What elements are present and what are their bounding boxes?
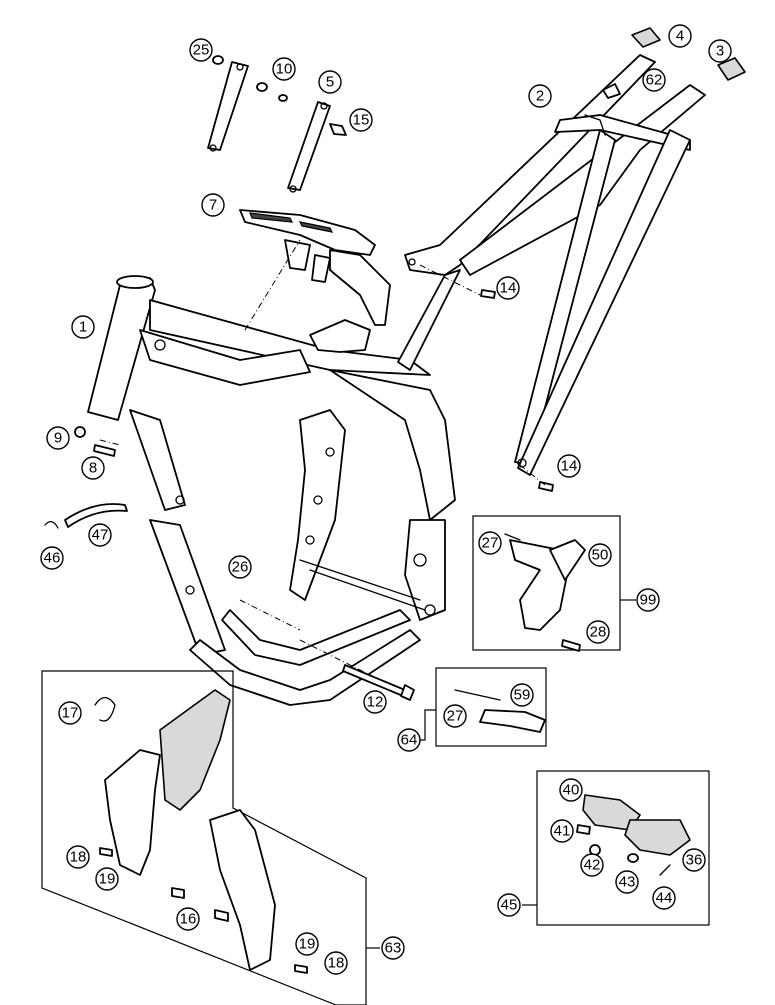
callout-40: 40 <box>559 778 583 802</box>
callout-10-text: 10 <box>276 61 293 78</box>
callout-64: 64 <box>397 728 421 752</box>
callout-27a: 27 <box>478 531 502 555</box>
callout-19b-text: 19 <box>299 936 316 953</box>
callout-25-text: 25 <box>193 42 210 59</box>
callout-19a: 19 <box>95 867 119 891</box>
callout-1-text: 1 <box>79 319 87 336</box>
callout-99: 99 <box>636 588 660 612</box>
spring-group-box <box>435 667 547 747</box>
callout-25: 25 <box>189 38 213 62</box>
callout-27a-text: 27 <box>482 535 499 552</box>
side-brackets <box>207 55 347 193</box>
callout-45: 45 <box>497 893 521 917</box>
callout-40-text: 40 <box>563 782 580 799</box>
callout-50-text: 50 <box>592 547 609 564</box>
callout-44-text: 44 <box>656 890 673 907</box>
callout-99-text: 99 <box>640 592 657 609</box>
subframe-plugs <box>480 27 746 492</box>
callout-8-text: 8 <box>89 460 97 477</box>
callout-47: 47 <box>88 523 112 547</box>
callout-41: 41 <box>550 819 574 843</box>
callout-26-text: 26 <box>232 559 249 576</box>
callout-labels: 1 2 3 4 5 7 8 9 10 12 14 14 15 16 17 18 … <box>40 24 732 975</box>
callout-28: 28 <box>586 620 610 644</box>
callout-63: 63 <box>381 936 405 960</box>
callout-18a: 18 <box>66 845 90 869</box>
callout-42-text: 42 <box>584 857 601 874</box>
callout-18b-text: 18 <box>328 955 345 972</box>
callout-46-text: 46 <box>44 550 61 567</box>
callout-9: 9 <box>46 426 70 450</box>
main-frame <box>87 275 456 706</box>
callout-14a-text: 14 <box>500 280 517 297</box>
sidestand-group-box <box>472 515 621 652</box>
callout-1: 1 <box>71 315 95 339</box>
callout-12: 12 <box>363 690 387 714</box>
callout-63-text: 63 <box>385 940 402 957</box>
callout-14b-text: 14 <box>561 458 578 475</box>
callout-46: 46 <box>40 546 64 570</box>
callout-5: 5 <box>318 70 342 94</box>
callout-28-text: 28 <box>590 624 607 641</box>
callout-7-text: 7 <box>209 197 217 214</box>
callout-2: 2 <box>528 84 552 108</box>
callout-43: 43 <box>615 870 639 894</box>
swingarm-bolt <box>342 664 415 701</box>
callout-18a-text: 18 <box>70 849 87 866</box>
callout-14b: 14 <box>557 454 581 478</box>
callout-15: 15 <box>349 108 373 132</box>
callout-59: 59 <box>510 683 534 707</box>
callout-62-text: 62 <box>646 72 663 89</box>
callout-43-text: 43 <box>619 874 636 891</box>
callout-12-text: 12 <box>367 694 384 711</box>
callout-27b-text: 27 <box>447 708 464 725</box>
callout-36-text: 36 <box>686 852 703 869</box>
callout-36: 36 <box>682 848 706 872</box>
callout-45-text: 45 <box>501 897 518 914</box>
callout-4-text: 4 <box>676 28 684 45</box>
callout-44: 44 <box>652 886 676 910</box>
callout-9-text: 9 <box>54 430 62 447</box>
callout-17: 17 <box>58 701 82 725</box>
seat-bracket <box>239 209 391 326</box>
front-small-parts <box>44 426 128 529</box>
callout-10: 10 <box>272 57 296 81</box>
footrest-group-box <box>536 770 710 926</box>
callout-7: 7 <box>201 193 225 217</box>
callout-17-text: 17 <box>62 705 79 722</box>
callout-18b: 18 <box>324 951 348 975</box>
callout-59-text: 59 <box>514 687 531 704</box>
callout-15-text: 15 <box>353 112 370 129</box>
frame-protector-box <box>41 670 367 1005</box>
callout-16: 16 <box>176 907 200 931</box>
callout-64-text: 64 <box>401 732 418 749</box>
callout-14a: 14 <box>496 276 520 300</box>
callout-19b: 19 <box>295 932 319 956</box>
callout-3: 3 <box>708 39 732 63</box>
callout-8: 8 <box>81 456 105 480</box>
callout-47-text: 47 <box>92 527 109 544</box>
callout-41-text: 41 <box>554 823 571 840</box>
callout-16-text: 16 <box>180 911 197 928</box>
callout-5-text: 5 <box>326 74 334 91</box>
callout-2-text: 2 <box>536 88 544 105</box>
callout-3-text: 3 <box>716 43 724 60</box>
callout-4: 4 <box>668 24 692 48</box>
callout-50: 50 <box>588 543 612 567</box>
subframe <box>397 54 706 476</box>
callout-19a-text: 19 <box>99 871 116 888</box>
leader-lines <box>366 599 636 949</box>
callout-62: 62 <box>642 68 666 92</box>
callout-26: 26 <box>228 555 252 579</box>
callout-42: 42 <box>580 853 604 877</box>
callout-27b: 27 <box>443 704 467 728</box>
